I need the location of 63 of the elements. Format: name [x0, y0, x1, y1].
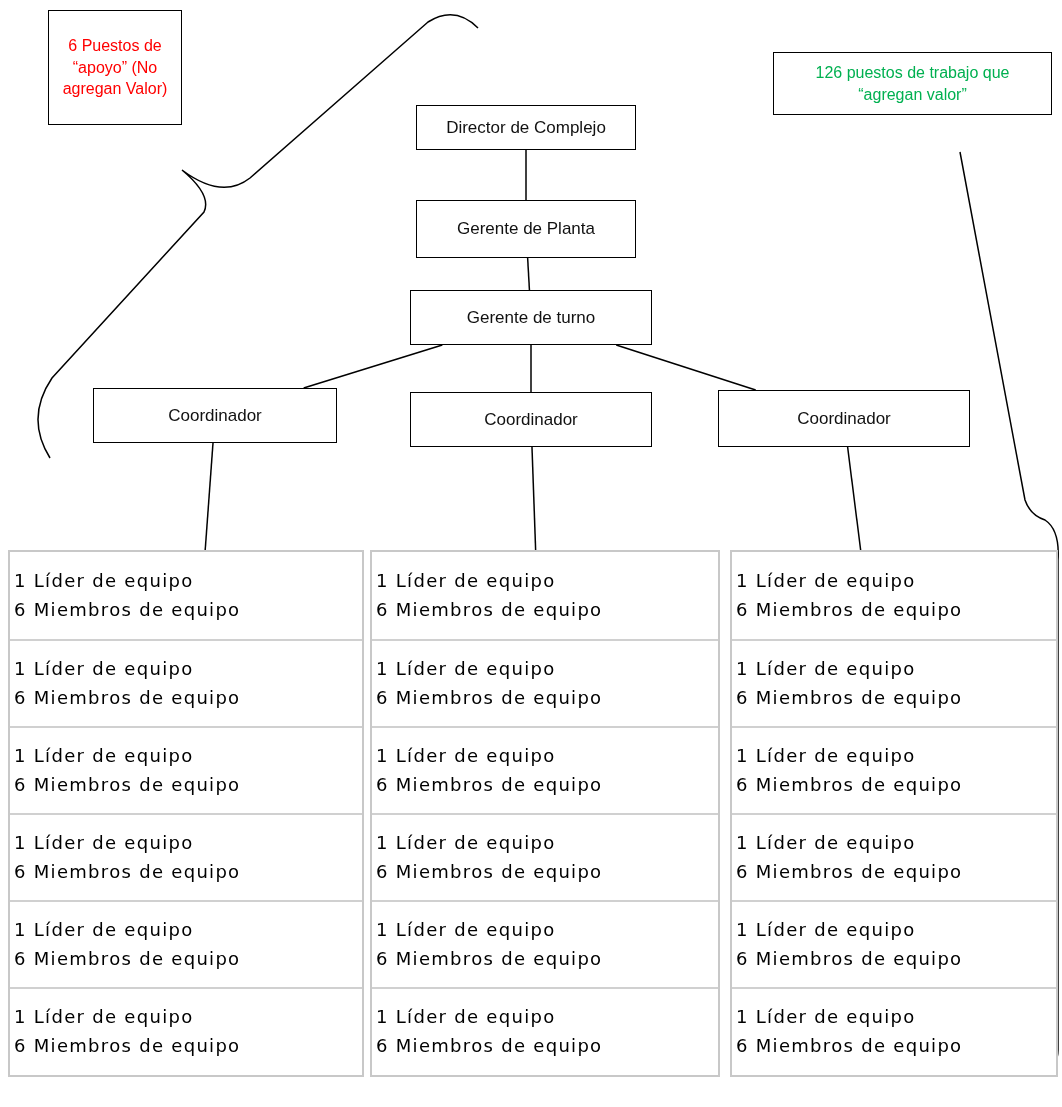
cell-text: 6 Miembros de equipo: [736, 772, 963, 797]
cell-text: 6 Miembros de equipo: [376, 685, 603, 710]
callout-box: [773, 52, 1052, 115]
connector-line: [302, 344, 444, 389]
box-label: Director de Complejo: [446, 117, 606, 138]
box-label: Coordinador: [168, 405, 262, 426]
cell-text: 1 Líder de equipo: [14, 917, 194, 942]
cell-text: 6 Miembros de equipo: [376, 859, 603, 884]
cell-text: 1 Líder de equipo: [14, 830, 194, 855]
cell-text: 6 Miembros de equipo: [736, 685, 963, 710]
table-column: [370, 550, 720, 1077]
cell-text: 1 Líder de equipo: [376, 1004, 556, 1029]
callout-text: 6 Puestos de “apoyo” (No agregan Valor): [61, 36, 169, 100]
connector-line: [846, 446, 862, 551]
cell-text: 1 Líder de equipo: [376, 656, 556, 681]
cell-text: 6 Miembros de equipo: [736, 1033, 963, 1058]
cell-text: 1 Líder de equipo: [736, 830, 916, 855]
box-label: Coordinador: [484, 409, 578, 430]
connector-line: [615, 344, 757, 391]
cell-text: 1 Líder de equipo: [376, 568, 556, 593]
connector-line: [526, 257, 531, 291]
org-box: [93, 388, 337, 443]
org-box: [416, 200, 636, 258]
cell-text: 1 Líder de equipo: [376, 917, 556, 942]
cell-text: 6 Miembros de equipo: [376, 946, 603, 971]
cell-text: 1 Líder de equipo: [14, 568, 194, 593]
table-column: [8, 550, 364, 1077]
cell-text: 6 Miembros de equipo: [376, 597, 603, 622]
cell-text: 6 Miembros de equipo: [14, 597, 241, 622]
cell-text: 1 Líder de equipo: [736, 568, 916, 593]
cell-text: 6 Miembros de equipo: [14, 772, 241, 797]
callout-box: [48, 10, 182, 125]
callout-text: 126 puestos de trabajo que “agregan valor”: [814, 62, 1011, 105]
cell-text: 6 Miembros de equipo: [736, 946, 963, 971]
cell-text: 1 Líder de equipo: [376, 743, 556, 768]
cell-text: 6 Miembros de equipo: [14, 946, 241, 971]
box-label: Coordinador: [797, 408, 891, 429]
cell-text: 1 Líder de equipo: [14, 743, 194, 768]
cell-text: 1 Líder de equipo: [736, 1004, 916, 1029]
org-box: [410, 290, 652, 345]
connector-line: [530, 344, 532, 393]
cell-text: 1 Líder de equipo: [736, 656, 916, 681]
org-box: [410, 392, 652, 447]
cell-text: 1 Líder de equipo: [376, 830, 556, 855]
box-label: Gerente de Planta: [457, 219, 595, 239]
cell-text: 6 Miembros de equipo: [376, 772, 603, 797]
cell-text: 6 Miembros de equipo: [14, 859, 241, 884]
org-box: [416, 105, 636, 150]
org-box: [718, 390, 970, 447]
cell-text: 1 Líder de equipo: [14, 656, 194, 681]
cell-text: 1 Líder de equipo: [14, 1004, 194, 1029]
cell-text: 6 Miembros de equipo: [14, 685, 241, 710]
cell-text: 6 Miembros de equipo: [376, 1033, 603, 1058]
cell-text: 1 Líder de equipo: [736, 917, 916, 942]
connector-line: [531, 446, 537, 551]
table-column: [730, 550, 1058, 1077]
cell-text: 6 Miembros de equipo: [14, 1033, 241, 1058]
cell-text: 1 Líder de equipo: [736, 743, 916, 768]
cell-text: 6 Miembros de equipo: [736, 859, 963, 884]
connector-line: [204, 442, 214, 551]
box-label: Gerente de turno: [466, 307, 596, 328]
connector-line: [525, 149, 527, 201]
cell-text: 6 Miembros de equipo: [736, 597, 963, 622]
